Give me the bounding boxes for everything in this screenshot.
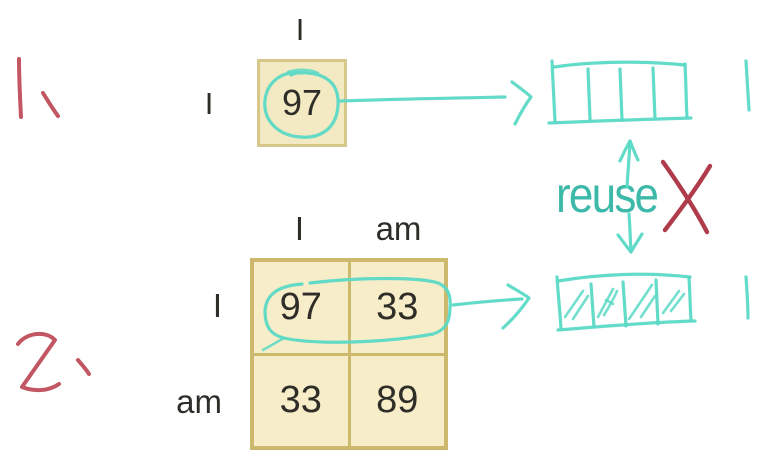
- arrow-to-cache-2-icon: [451, 283, 531, 330]
- item-number-1-marker: [17, 57, 60, 119]
- matrix2-cell-0-0: 97: [254, 262, 348, 353]
- tick-mark-2-icon: [744, 275, 750, 320]
- matrix1-value: 97: [281, 82, 323, 123]
- reuse-label: reuse: [556, 167, 659, 223]
- matrix2-cell-1-0: 33: [254, 355, 348, 446]
- tick-mark-1-icon: [744, 59, 751, 112]
- matrix2-cell-1-1: 89: [350, 355, 444, 446]
- matrix1-col-header: I: [295, 11, 305, 47]
- arrow-to-cache-1-icon: [338, 80, 533, 126]
- matrix2-row-labels: I am: [130, 258, 222, 450]
- matrix2-table: 97 33 33 89: [250, 258, 448, 450]
- cross-out-x-icon: [660, 159, 713, 235]
- item-number-2-marker: [16, 331, 91, 393]
- kv-cache-2-sketch: [555, 272, 697, 332]
- matrix2-cell-0-1: 33: [350, 262, 444, 353]
- matrix2-col-header-am: am: [375, 210, 422, 247]
- matrix2-row-label-i: I: [212, 287, 222, 324]
- matrix1-cell: 97: [257, 59, 347, 147]
- matrix2-row-label-am: am: [176, 383, 222, 420]
- matrix2-col-header-i: I: [294, 210, 305, 247]
- kv-cache-1-sketch: [547, 59, 693, 125]
- matrix2-col-headers: I am: [250, 210, 448, 248]
- matrix1-row-label: I: [204, 85, 214, 121]
